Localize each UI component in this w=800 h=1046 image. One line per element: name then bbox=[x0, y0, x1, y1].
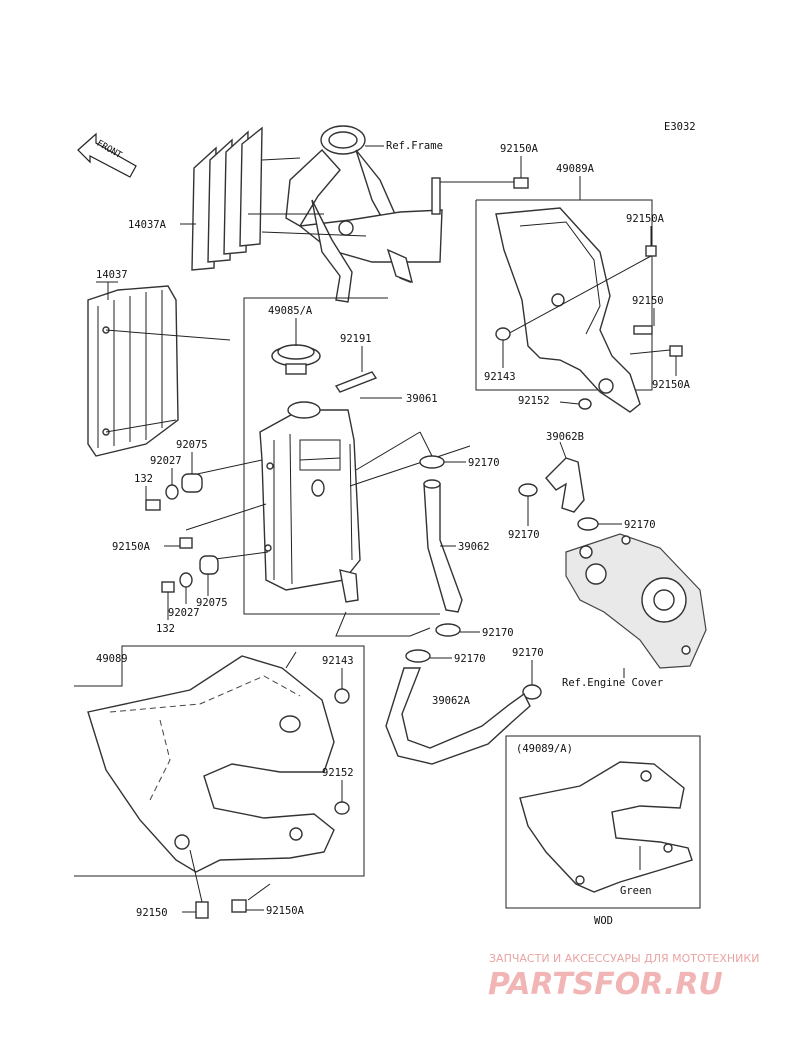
bolt-92150A-bottom bbox=[231, 883, 271, 913]
callout-92152-right: 92152 bbox=[518, 395, 550, 407]
bolt-92150A-right-2 bbox=[629, 345, 683, 376]
callout-92170-e: 92170 bbox=[454, 653, 486, 665]
callout-92143-left: 92143 bbox=[322, 655, 354, 667]
callout-92150-bottom: 92150 bbox=[136, 907, 168, 919]
hose-39062B bbox=[545, 441, 585, 513]
clamp-92170-a bbox=[419, 431, 466, 469]
overflow-tube-92191 bbox=[334, 346, 378, 393]
callout-49089: 49089 bbox=[96, 653, 128, 665]
callout-92143-right: 92143 bbox=[484, 371, 516, 383]
callout-green: Green bbox=[620, 885, 652, 897]
callout-49089A-box: (49089/A) bbox=[516, 743, 573, 755]
bolt-92150A-right-1 bbox=[503, 226, 657, 337]
callout-14037: 14037 bbox=[96, 269, 128, 281]
callout-92075-b: 92075 bbox=[196, 597, 228, 609]
grommet-92143-right bbox=[495, 327, 511, 368]
callout-ref-frame: Ref.Frame bbox=[386, 140, 443, 152]
hose-39062 bbox=[423, 479, 463, 613]
collar-92027-a bbox=[165, 468, 179, 500]
leader-box-radiator bbox=[243, 297, 440, 615]
leader-box-49089 bbox=[74, 645, 365, 877]
callout-92150A-top: 92150A bbox=[500, 143, 539, 155]
callout-92027-a: 92027 bbox=[150, 455, 182, 467]
collar-92027-b bbox=[179, 572, 193, 604]
radiator-shroud-49089A bbox=[495, 207, 641, 413]
callout-92170-b: 92170 bbox=[508, 529, 540, 541]
clamp-92170-c bbox=[577, 517, 622, 531]
callout-wod: WOD bbox=[594, 915, 613, 927]
collar-92152-left bbox=[334, 780, 350, 815]
callout-92150A-right-2: 92150A bbox=[652, 379, 691, 391]
callout-92150-right: 92150 bbox=[632, 295, 664, 307]
callout-92150A-bottom: 92150A bbox=[266, 905, 305, 917]
grommet-92143-left bbox=[334, 668, 350, 704]
grommet-92075-a bbox=[181, 452, 203, 493]
radiator-guard-14037 bbox=[87, 281, 231, 457]
callout-132-a: 132 bbox=[134, 473, 153, 485]
hose-39062A bbox=[385, 667, 531, 765]
callout-14037A: 14037A bbox=[128, 219, 167, 231]
bolt-92150A-left bbox=[164, 537, 193, 549]
callout-132-b: 132 bbox=[156, 623, 175, 635]
callout-92152-left: 92152 bbox=[322, 767, 354, 779]
clamp-92170-f bbox=[522, 660, 542, 700]
callout-92150A-right-1: 92150A bbox=[626, 213, 665, 225]
radiator-guard-14037A bbox=[180, 126, 263, 271]
callout-92170-c: 92170 bbox=[624, 519, 656, 531]
callout-92170-a: 92170 bbox=[468, 457, 500, 469]
bolt-132-b bbox=[161, 581, 175, 620]
callout-92170-f: 92170 bbox=[512, 647, 544, 659]
radiator-cap-49085A bbox=[271, 318, 321, 375]
watermark-caption: ЗАПЧАСТИ И АКСЕССУАРЫ ДЛЯ МОТОТЕХНИКИ bbox=[489, 952, 759, 965]
callout-92170-d: 92170 bbox=[482, 627, 514, 639]
grommet-92075-b bbox=[199, 555, 219, 596]
callout-92191: 92191 bbox=[340, 333, 372, 345]
clamp-92170-d bbox=[435, 623, 480, 637]
callout-92027-b: 92027 bbox=[168, 607, 200, 619]
callout-92075-a: 92075 bbox=[176, 439, 208, 451]
callout-ref-engine-cover: Ref.Engine Cover bbox=[562, 677, 663, 689]
engine-cover-ref bbox=[565, 533, 707, 678]
callout-39062A: 39062A bbox=[432, 695, 471, 707]
bolt-92150A-top bbox=[440, 156, 529, 189]
bolt-92150-bottom bbox=[182, 849, 209, 919]
callout-39062: 39062 bbox=[458, 541, 490, 553]
callout-92150A-left: 92150A bbox=[112, 541, 151, 553]
collar-92152-right bbox=[559, 398, 592, 410]
variant-box-49089A bbox=[505, 735, 701, 909]
watermark-brand: PARTSFOR.RU bbox=[488, 967, 723, 1002]
bolt-132-a bbox=[145, 486, 161, 511]
radiator-39061 bbox=[259, 397, 402, 603]
radiator-shroud-49089 bbox=[87, 651, 335, 873]
callout-39062B: 39062B bbox=[546, 431, 584, 443]
diagram-code: E3032 bbox=[664, 121, 696, 133]
bolt-92150-right bbox=[633, 308, 655, 335]
leader-box-49089A bbox=[475, 199, 653, 391]
clamp-92170-e bbox=[405, 649, 452, 663]
callout-39061: 39061 bbox=[406, 393, 438, 405]
radiator-shroud-49089A-green bbox=[519, 761, 693, 893]
frame-ref bbox=[248, 125, 443, 303]
callout-49089A: 49089A bbox=[556, 163, 595, 175]
front-arrow-icon: FRONT bbox=[77, 132, 137, 178]
clamp-92170-b bbox=[518, 483, 538, 526]
callout-49085A: 49085/A bbox=[268, 305, 313, 317]
